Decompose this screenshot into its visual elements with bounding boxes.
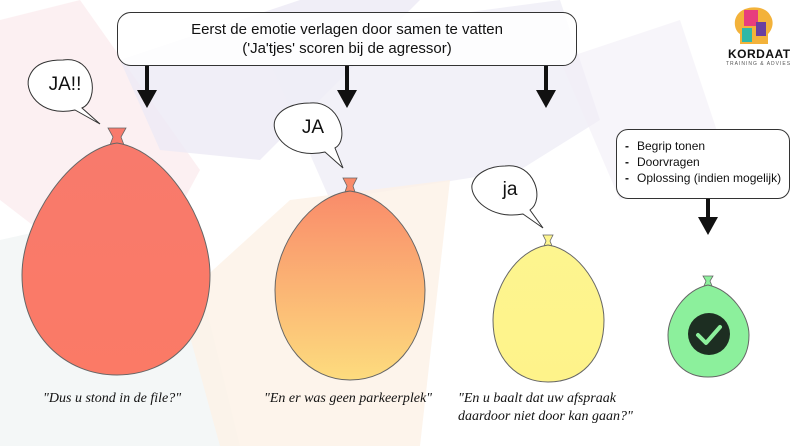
summary-line-2: ('Ja'tjes' scoren bij de agressor) xyxy=(242,40,452,57)
balloon-medium xyxy=(274,177,426,381)
speech-bubble-3 xyxy=(471,165,544,229)
checkmark-icon xyxy=(696,325,722,345)
kordaat-logo-icon xyxy=(734,7,773,44)
balloon-tiny xyxy=(667,275,750,378)
caption-3: "En u baalt dat uw afspraak daardoor nie… xyxy=(458,390,633,426)
step-item: -Begrip tonen xyxy=(625,139,706,153)
logo-tagline: TRAINING & ADVIES xyxy=(726,61,792,67)
step-item: -Doorvragen xyxy=(625,155,700,169)
balloon-large xyxy=(21,127,211,376)
caption-1: "Dus u stond in de file?" xyxy=(43,391,182,406)
caption-3-line-2: daardoor niet door kan gaan?" xyxy=(458,409,633,424)
speech-bubble-1 xyxy=(27,59,101,125)
caption-2: "En er was geen parkeerplek" xyxy=(264,391,433,406)
summary-box: Eerst de emotie verlagen door samen te v… xyxy=(117,12,577,66)
caption-3-line-1: "En u baalt dat uw afspraak xyxy=(458,391,616,406)
balloon-small xyxy=(492,234,605,383)
steps-box: -Begrip tonen -Doorvragen -Oplossing (in… xyxy=(616,129,790,199)
step-item: -Oplossing (indien mogelijk) xyxy=(625,171,782,185)
summary-line-1: Eerst de emotie verlagen door samen te v… xyxy=(191,21,503,38)
arrow-down-icon xyxy=(137,66,718,235)
bubble-text-1: JA!! xyxy=(48,74,82,95)
bubble-text-2: JA xyxy=(301,117,325,138)
bubble-text-3: ja xyxy=(502,179,518,200)
speech-bubble-2 xyxy=(273,102,344,169)
logo-name: KORDAAT xyxy=(728,47,791,61)
